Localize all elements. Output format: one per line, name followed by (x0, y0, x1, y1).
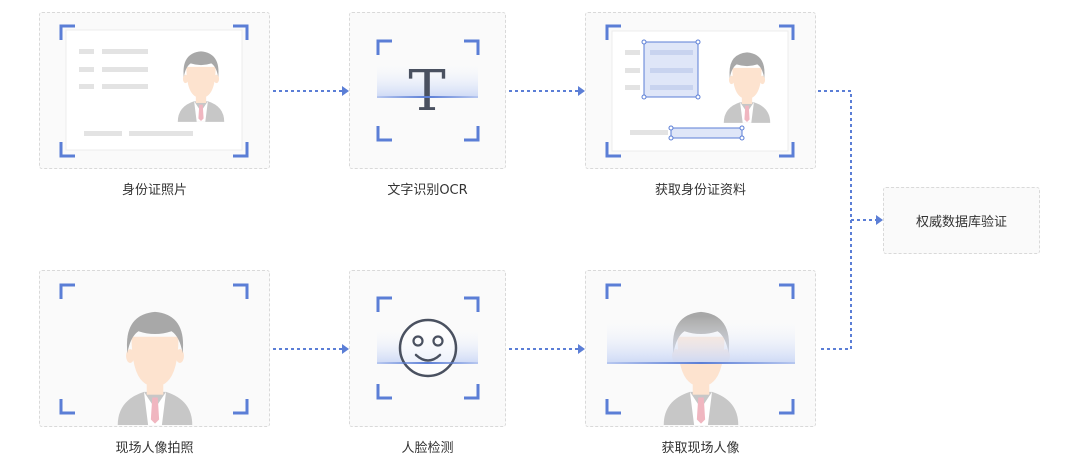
label-live-photo: 现场人像拍照 (115, 441, 194, 456)
text-t-icon: T (377, 59, 478, 124)
id-card-icon (65, 29, 243, 151)
corner-brackets (59, 24, 795, 415)
id-card-highlight-icon (611, 30, 789, 152)
person-scan-icon (607, 311, 795, 426)
svg-text:T: T (408, 59, 445, 124)
verify-label: 权威数据库验证 (915, 215, 1007, 230)
label-id-photo: 身份证照片 (121, 183, 187, 198)
label-ocr: 文字识别OCR (387, 183, 468, 198)
step-box-verify: 权威数据库验证 (883, 187, 1040, 254)
label-extract-id: 获取身份证资料 (654, 183, 746, 198)
connector-lines (273, 90, 876, 350)
smiley-face-icon (377, 318, 478, 378)
connector-arrowheads (342, 86, 883, 354)
label-face-detect: 人脸检测 (401, 441, 454, 456)
label-live-portrait: 获取现场人像 (661, 441, 740, 456)
person-portrait-icon (117, 311, 193, 426)
